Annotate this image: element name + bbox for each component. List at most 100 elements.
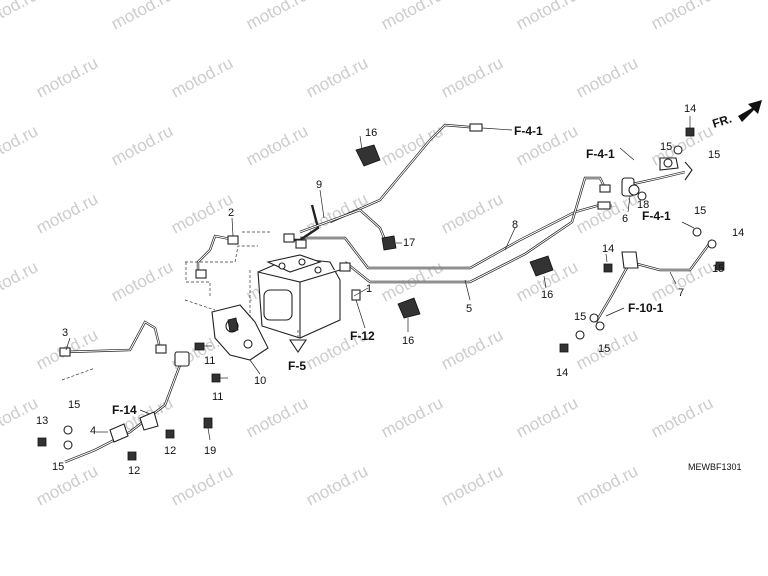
drawing (37, 100, 762, 464)
callout-15d: 15 (708, 149, 720, 161)
callout-15b: 15 (52, 461, 64, 473)
bolt-icon (165, 429, 175, 439)
ref-f-5: F-5 (288, 359, 306, 373)
watermark-text: motod.ru (108, 257, 176, 305)
callout-15h: 15 (598, 343, 610, 355)
watermark-text: motod.ru (108, 121, 176, 169)
watermark-text: motod.ru (33, 189, 101, 237)
callout-12b: 12 (164, 445, 176, 457)
watermark-text: motod.ru (438, 189, 506, 237)
callout-3: 3 (62, 327, 68, 339)
front-direction-arrow (738, 100, 762, 122)
watermark-text: motod.ru (168, 461, 236, 509)
callout-14b: 14 (684, 103, 696, 115)
ref-f-14: F-14 (112, 403, 137, 417)
pipe-clamp-icon (355, 144, 381, 167)
callout-19: 19 (204, 445, 216, 457)
pipe-fitting (295, 239, 307, 249)
callout-15c: 15 (660, 141, 672, 153)
watermark-text: motod.ru (513, 393, 581, 441)
watermark-text: motod.ru (648, 121, 716, 169)
watermark-text: motod.ru (0, 257, 41, 305)
callout-5: 5 (466, 303, 472, 315)
watermark-text: motod.ru (303, 53, 371, 101)
watermark-text: motod.ru (438, 325, 506, 373)
callout-15a: 15 (68, 399, 80, 411)
callout-2: 2 (228, 207, 234, 219)
callout-15f: 15 (712, 263, 724, 275)
callout-7: 7 (678, 287, 684, 299)
bolt-icon (559, 343, 569, 353)
callout-15g: 15 (574, 311, 586, 323)
watermark-text: motod.ru (168, 53, 236, 101)
watermark-text: motod.ru (33, 461, 101, 509)
ref-f-10-1: F-10-1 (628, 301, 664, 315)
abs-bracket (211, 304, 269, 361)
pipe-fitting (469, 123, 483, 132)
callout-13: 14 (602, 243, 614, 255)
callout-17: 17 (403, 237, 415, 249)
reference-labels: F-4-1 F-4-1 F-4-1 F-10-1 F-12 F-5 F-14 (112, 124, 671, 417)
callout-12a: 12 (128, 465, 140, 477)
callout-4: 4 (90, 425, 96, 437)
pipe-fitting (597, 201, 611, 210)
bolt-icon (685, 127, 695, 137)
watermark-text: motod.ru (573, 461, 641, 509)
watermark-text: motod.ru (438, 461, 506, 509)
abs-modulator (257, 254, 341, 339)
callout-8: 8 (512, 219, 518, 231)
callout-9: 9 (316, 179, 322, 191)
bolt-icon (211, 373, 221, 383)
watermark-text: motod.ru (33, 53, 101, 101)
pipe-clamp-icon (397, 297, 421, 319)
callout-15e: 15 (694, 205, 706, 217)
ref-f-4-1-top: F-4-1 (514, 124, 543, 138)
callout-18: 18 (637, 199, 649, 211)
watermark-text: motod.ru (648, 0, 716, 34)
bolt-icon (37, 437, 47, 447)
watermark-text: motod.ru (243, 0, 311, 34)
pipe-clamp-icon (529, 255, 554, 277)
callout-11b: 11 (212, 391, 223, 403)
down-arrow-icon (288, 339, 308, 353)
watermark-text: motod.ru (243, 121, 311, 169)
watermark-text: motod.ru (378, 0, 446, 34)
callout-16: 16 (365, 127, 377, 139)
callout-11a: 11 (204, 355, 215, 367)
ref-f-12: F-12 (350, 329, 375, 343)
watermark-text: motod.ru (168, 189, 236, 237)
bolt-icon (715, 261, 725, 271)
ref-f-4-1-mid: F-4-1 (642, 209, 671, 223)
bolt-icon (127, 451, 137, 461)
pipe-fitting (283, 233, 295, 243)
callout-14c: 14 (732, 227, 744, 239)
watermark-text: motod.ru (303, 461, 371, 509)
watermark-text: motod.ru (378, 393, 446, 441)
bolt-icon (194, 342, 205, 351)
diagram-code: MEWBF1301 (688, 462, 742, 472)
pipe-fitting (339, 262, 351, 272)
watermark-text: motod.ru (573, 53, 641, 101)
bolt-icon (603, 263, 613, 273)
ref-f-4-1-right: F-4-1 (586, 147, 615, 161)
watermark-text: motod.ru (243, 393, 311, 441)
callout-6: 6 (622, 213, 628, 225)
watermark-text: motod.ru (513, 0, 581, 34)
watermark-text: motod.ru (438, 53, 506, 101)
pipe-clip-icon (381, 235, 397, 251)
watermark-text: motod.ru (648, 393, 716, 441)
callout-16c: 16 (541, 289, 553, 301)
bolt-icon (203, 417, 213, 429)
pipe-fitting (599, 184, 611, 193)
watermark-text: motod.ru (0, 121, 41, 169)
callout-1: 1 (366, 283, 372, 295)
callout-14a: 13 (36, 415, 48, 427)
watermark-text: motod.ru (0, 393, 41, 441)
callout-10: 10 (254, 375, 266, 387)
part-callouts: 16 9 2 17 8 5 1 16 16 10 11 11 3 4 13 15… (36, 103, 744, 477)
front-direction-label: FR. (711, 112, 734, 131)
callout-16b: 16 (402, 335, 414, 347)
watermark-text: motod.ru (108, 0, 176, 34)
